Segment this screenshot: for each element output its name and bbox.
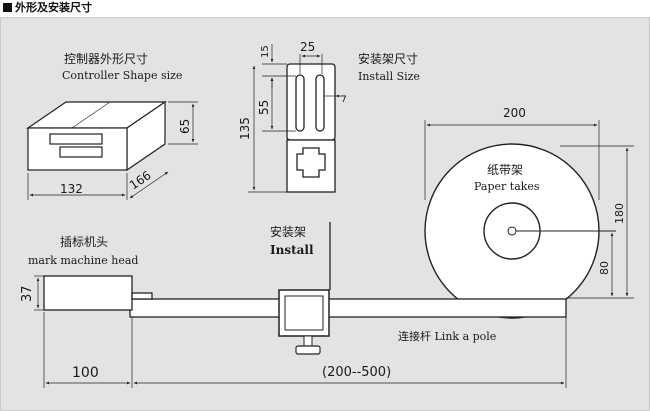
install-size-title-en: Install Size xyxy=(358,70,420,83)
link-pole xyxy=(129,298,567,318)
install-dim-width: 25 xyxy=(300,40,315,54)
install-size-title-cn: 安装架尺寸 xyxy=(358,51,418,66)
paper-reel-title-cn: 纸带架 xyxy=(487,163,523,177)
install-dim-top: 15 xyxy=(260,45,271,58)
section-title: 外形及安装尺寸 xyxy=(15,1,92,14)
paper-reel-title-en: Paper takes xyxy=(474,180,540,193)
paper-reel xyxy=(424,143,616,319)
pole-dim-range: (200--500) xyxy=(322,365,391,380)
controller-box xyxy=(26,100,167,172)
header-bullet-icon xyxy=(3,3,12,12)
head-dim-height: 37 xyxy=(20,285,35,302)
install-dim-slot: 55 xyxy=(257,100,271,115)
controller-title-en: Controller Shape size xyxy=(62,69,182,82)
mark-machine-head xyxy=(43,275,153,311)
head-title-cn: 插标机头 xyxy=(60,235,108,249)
install-title-en: Install xyxy=(270,243,314,257)
controller-dimensions xyxy=(27,101,198,200)
install-bracket-dimensions xyxy=(248,44,346,193)
controller-dim-height: 65 xyxy=(178,119,192,134)
paper-reel-dim-height: 180 xyxy=(613,203,626,224)
install-title-cn: 安装架 xyxy=(270,224,306,239)
head-title-en: mark machine head xyxy=(28,254,138,267)
install-bracket xyxy=(286,63,336,193)
install-stand xyxy=(278,222,331,355)
paper-reel-dim-diameter: 200 xyxy=(503,106,526,120)
controller-title-cn: 控制器外形尺寸 xyxy=(64,52,148,66)
section-header: 外形及安装尺寸 xyxy=(0,0,650,17)
head-dim-offset: 100 xyxy=(72,365,99,381)
paper-reel-dim-center: 80 xyxy=(598,261,611,275)
controller-dim-width: 132 xyxy=(60,182,83,196)
head-dimensions xyxy=(34,275,567,388)
controller-dim-depth: 166 xyxy=(127,168,154,192)
paper-reel-dimensions xyxy=(424,120,634,299)
install-dim-slot-width: 7 xyxy=(341,95,347,105)
install-dim-height: 135 xyxy=(238,117,252,140)
link-pole-label: 连接杆 Link a pole xyxy=(398,329,496,343)
